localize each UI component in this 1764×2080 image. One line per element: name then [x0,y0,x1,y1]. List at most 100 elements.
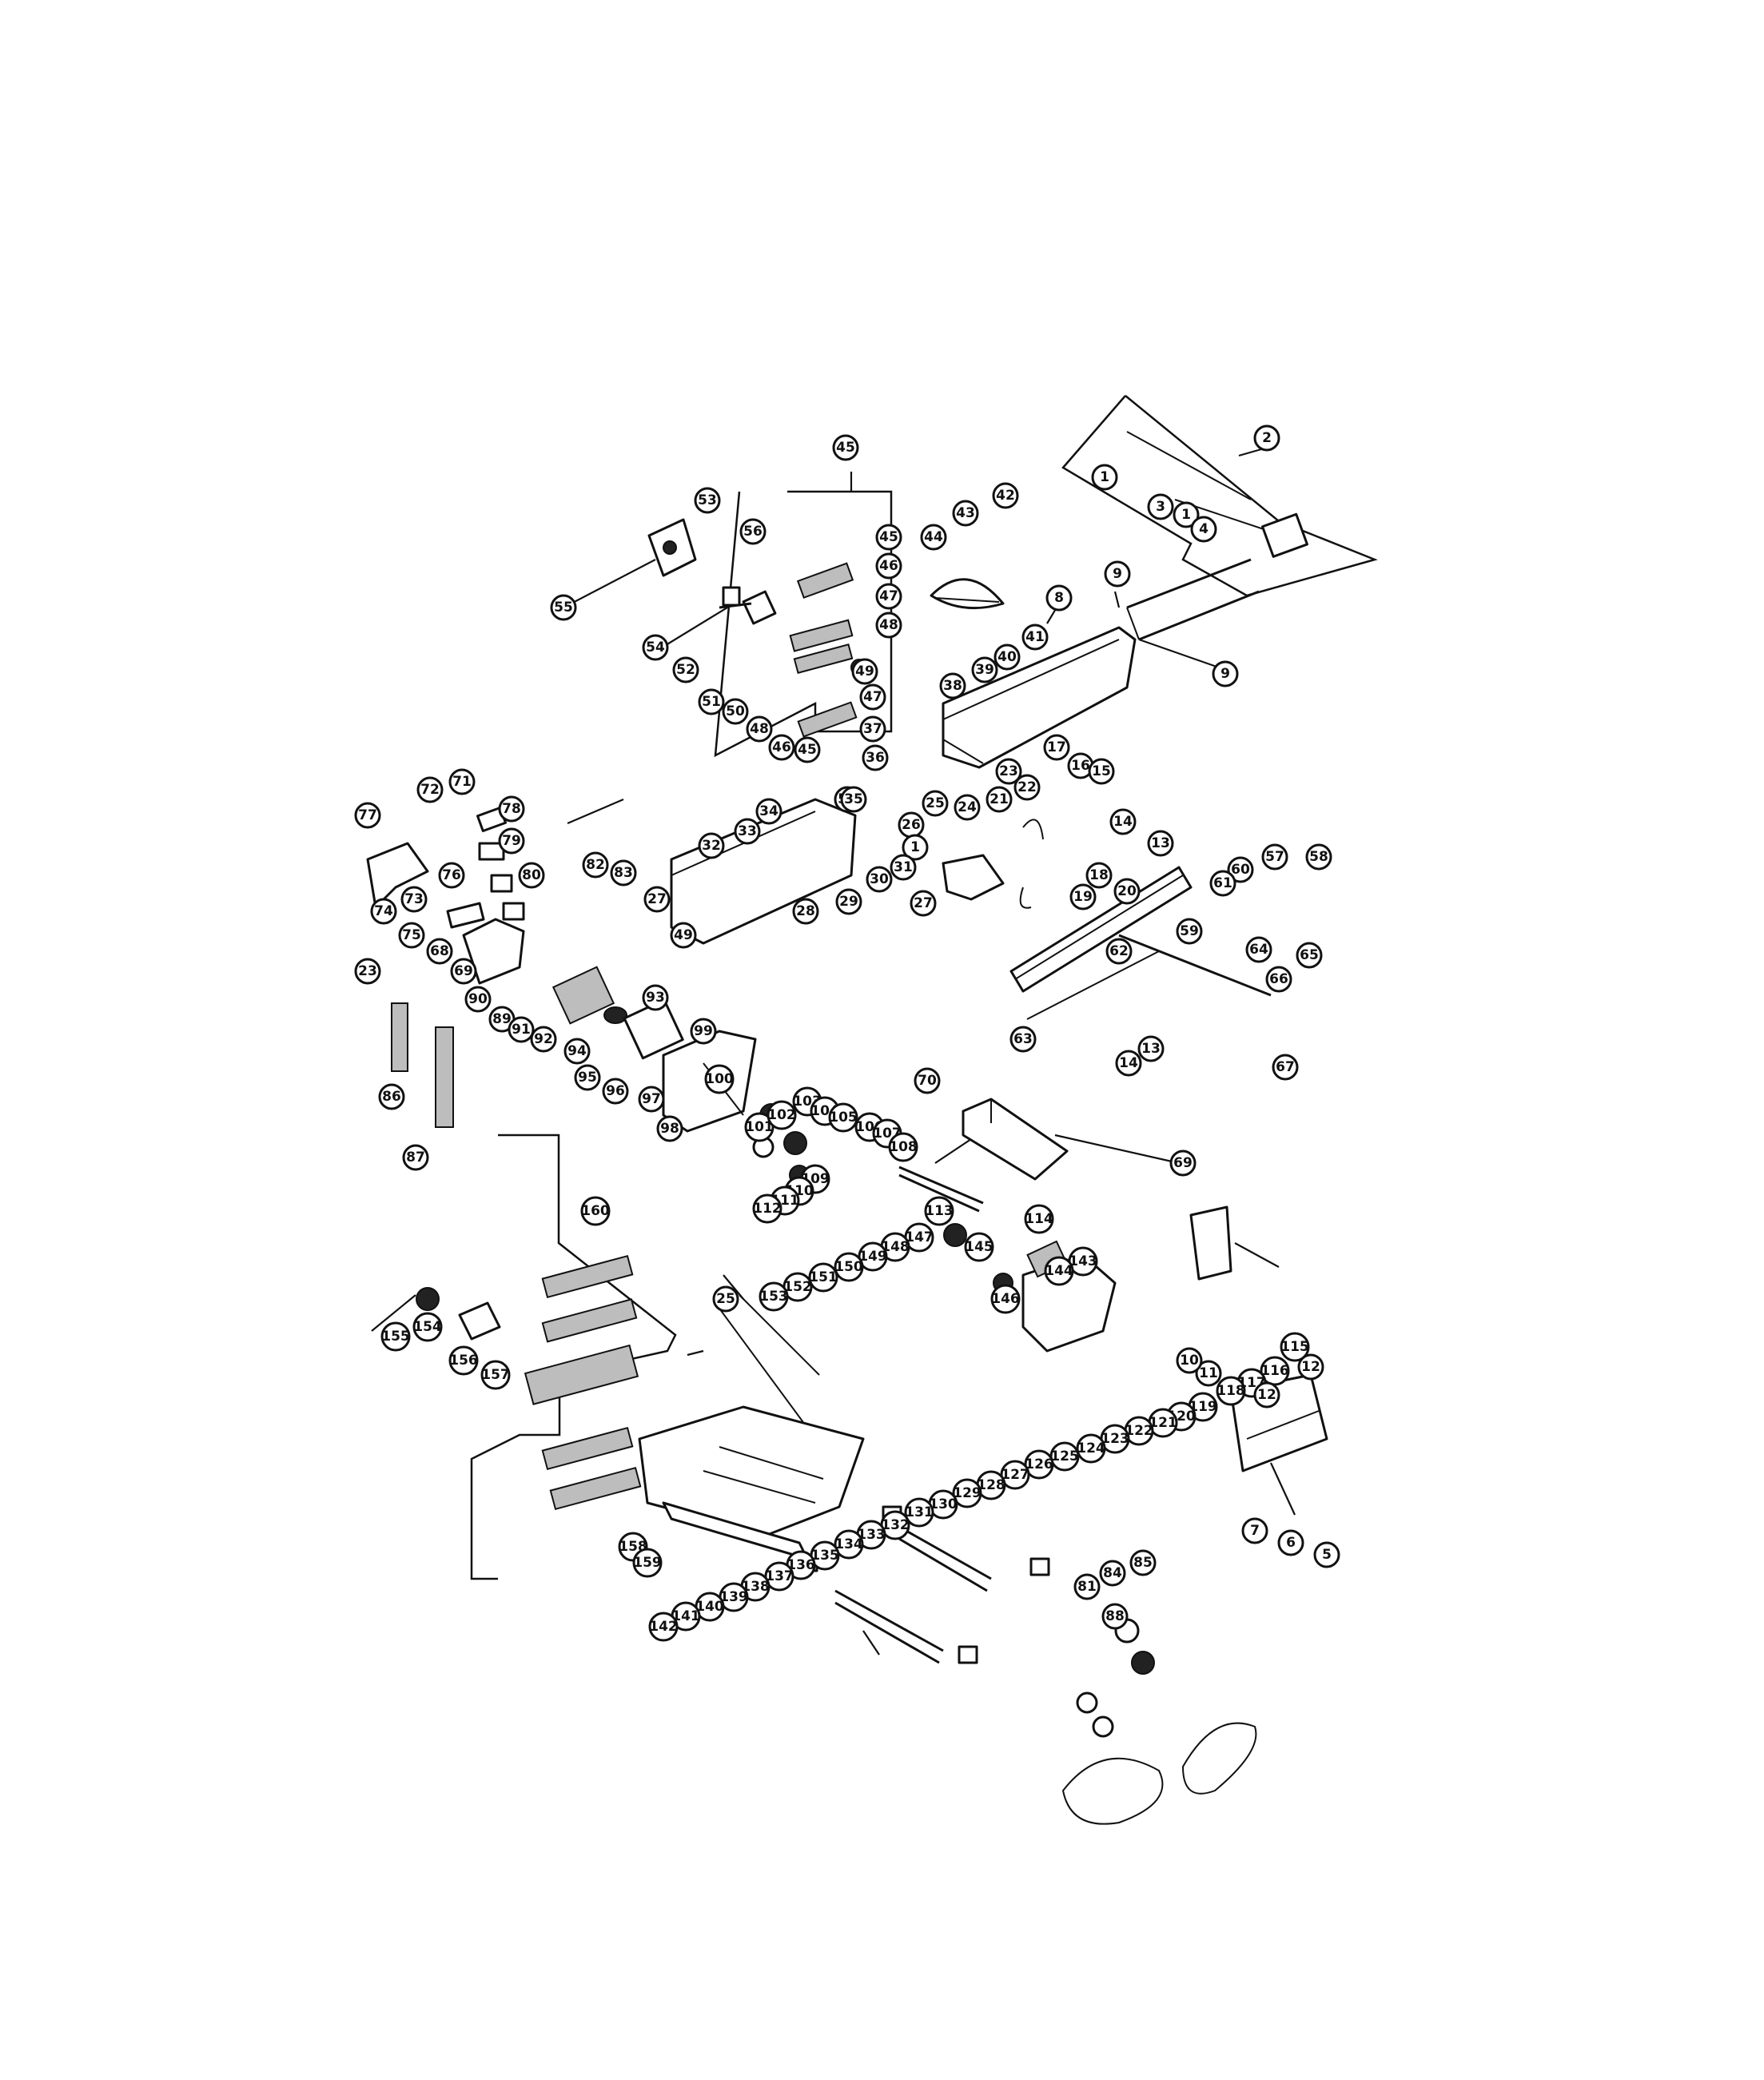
callout-label: 54 [646,640,665,655]
callout-82: 82 [582,851,609,879]
callout-88: 88 [1101,1603,1129,1630]
callout-label: 47 [863,689,882,705]
callout-56: 56 [739,518,767,545]
callout-81: 81 [1073,1573,1101,1600]
callout-77: 77 [354,802,381,829]
callout-63: 63 [1009,1026,1037,1053]
callout-label: 18 [1089,867,1109,883]
callout-circle [739,518,767,545]
callout-label: 10 [1180,1353,1199,1369]
callout-circle [398,922,425,949]
callout-circle [1021,624,1049,651]
callout-label: 13 [1151,835,1170,851]
callout-86: 86 [378,1083,405,1110]
callout-label: 50 [726,703,745,719]
callout-75: 75 [398,922,425,949]
callout-circle [1305,843,1332,871]
callout-circle [1069,883,1097,910]
callout-124: 124 [1076,1433,1106,1464]
callout-90: 90 [464,986,492,1013]
callout-label: 37 [863,721,882,737]
callout-1: 1 [902,834,929,861]
callout-22: 22 [1013,774,1041,801]
callout-label: 38 [943,678,962,694]
callout-circle [992,482,1019,509]
callout-circle [835,888,862,915]
callout-36: 36 [862,744,889,771]
front-table-32 [670,798,857,945]
callout-label: 139 [719,1589,748,1605]
callout-101: 101 [744,1112,774,1142]
callout-circle [904,1497,934,1528]
callout-circle [888,1132,918,1162]
callout-53: 53 [694,487,721,514]
callout-47: 47 [859,683,886,711]
callout-circle [1073,1573,1101,1600]
callout-label: 57 [1265,849,1284,865]
callout-circle [610,859,637,887]
callout-41: 41 [1021,624,1049,651]
callout-circle [1277,1529,1304,1556]
callout-label: 76 [442,867,461,883]
callout-label: 31 [894,859,913,875]
callout-label: 74 [374,903,393,919]
callout-circle [734,818,761,845]
callout-71: 71 [448,768,476,795]
callout-label: 124 [1077,1440,1105,1456]
callout-circle [924,1196,954,1226]
callout-circle [402,1144,429,1171]
callout-label: 49 [674,927,693,943]
callout-50: 50 [722,698,749,725]
callout-37: 37 [859,715,886,743]
callout-label: 93 [646,990,665,1006]
callout-149: 149 [858,1241,888,1272]
callout-label: 68 [430,943,449,959]
callout-label: 64 [1249,942,1268,958]
callout-115: 115 [1280,1332,1310,1362]
callout-label: 129 [953,1485,982,1501]
callout-label: 73 [404,891,424,907]
callout-label: 87 [406,1150,425,1166]
callout-label: 101 [745,1119,774,1135]
callout-128: 128 [976,1470,1006,1500]
callout-14: 14 [1109,808,1137,835]
callout-circle [1109,808,1137,835]
callout-label: 92 [534,1031,553,1047]
callout-circle [834,1529,864,1560]
callout-circle [1253,424,1280,452]
callout-58: 58 [1305,843,1332,871]
callout-label: 96 [606,1083,625,1099]
callout-label: 122 [1125,1423,1153,1439]
callout-label: 137 [765,1568,794,1584]
callout-circle [480,1360,511,1390]
callout-label: 3 [1156,499,1165,515]
callout-circle [1195,1360,1222,1387]
callout-circle [1176,918,1203,945]
callout-label: 144 [1045,1263,1073,1279]
assembly-frame-160 [470,1134,677,1580]
callout-label: 66 [1269,971,1288,987]
callout-label: 23 [358,963,377,979]
callout-label: 62 [1109,943,1129,959]
callout-label: 46 [879,558,898,574]
callout-label: 52 [676,662,695,678]
callout-21: 21 [986,786,1013,813]
callout-circle [1216,1376,1246,1406]
callout-circle [642,634,669,661]
callout-label: 1 [1100,469,1109,485]
callout-96: 96 [602,1078,629,1105]
callout-circle [746,715,773,743]
callout-circle [1253,1381,1280,1409]
callout-27: 27 [910,890,937,917]
callout-57: 57 [1261,843,1288,871]
callout-97: 97 [638,1086,665,1113]
callout-circle [971,656,998,683]
callout-circle [1091,464,1118,491]
callout-48: 48 [746,715,773,743]
callout-label: 89 [492,1011,512,1027]
callout-circle [1043,734,1070,761]
callout-circle [1129,1549,1157,1576]
callout-label: 24 [958,799,977,815]
callout-circle [875,524,902,551]
callout-label: 35 [844,791,863,807]
